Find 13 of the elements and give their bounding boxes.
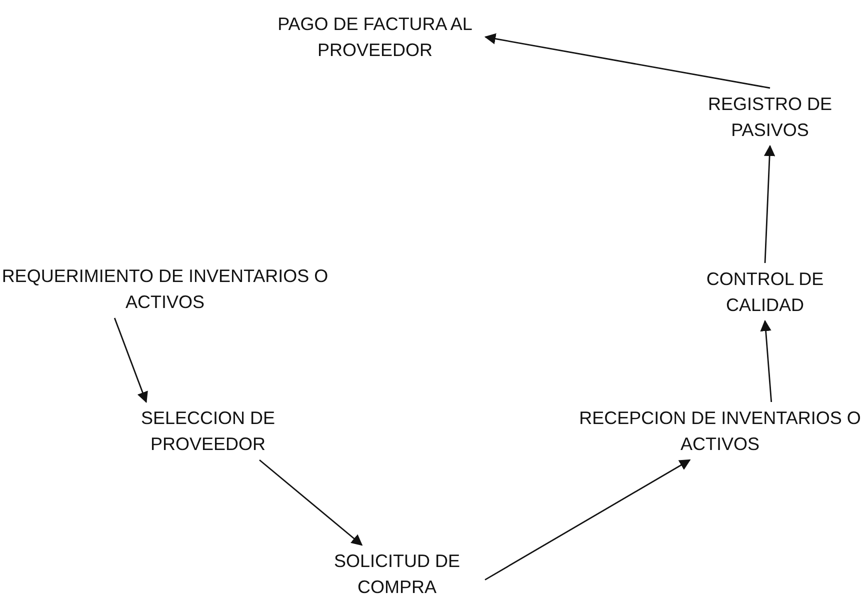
step-label: REGISTRO DE PASIVOS xyxy=(706,93,833,142)
arrow xyxy=(764,144,776,264)
arrow xyxy=(484,459,691,580)
arrow xyxy=(114,318,148,404)
step-label: PAGO DE FACTURA AL PROVEEDOR xyxy=(276,13,474,62)
arrow xyxy=(484,33,770,89)
step-label: SOLICITUD DE COMPRA xyxy=(332,550,462,599)
arrow xyxy=(760,320,772,402)
step-label: REQUERIMIENTO DE INVENTARIOS O ACTIVOS xyxy=(0,265,330,314)
step-label: RECEPCION DE INVENTARIOS O ACTIVOS xyxy=(578,407,862,456)
step-label: CONTROL DE CALIDAD xyxy=(705,268,825,317)
arrow xyxy=(259,459,363,546)
step-label: SELECCION DE PROVEEDOR xyxy=(140,407,276,456)
